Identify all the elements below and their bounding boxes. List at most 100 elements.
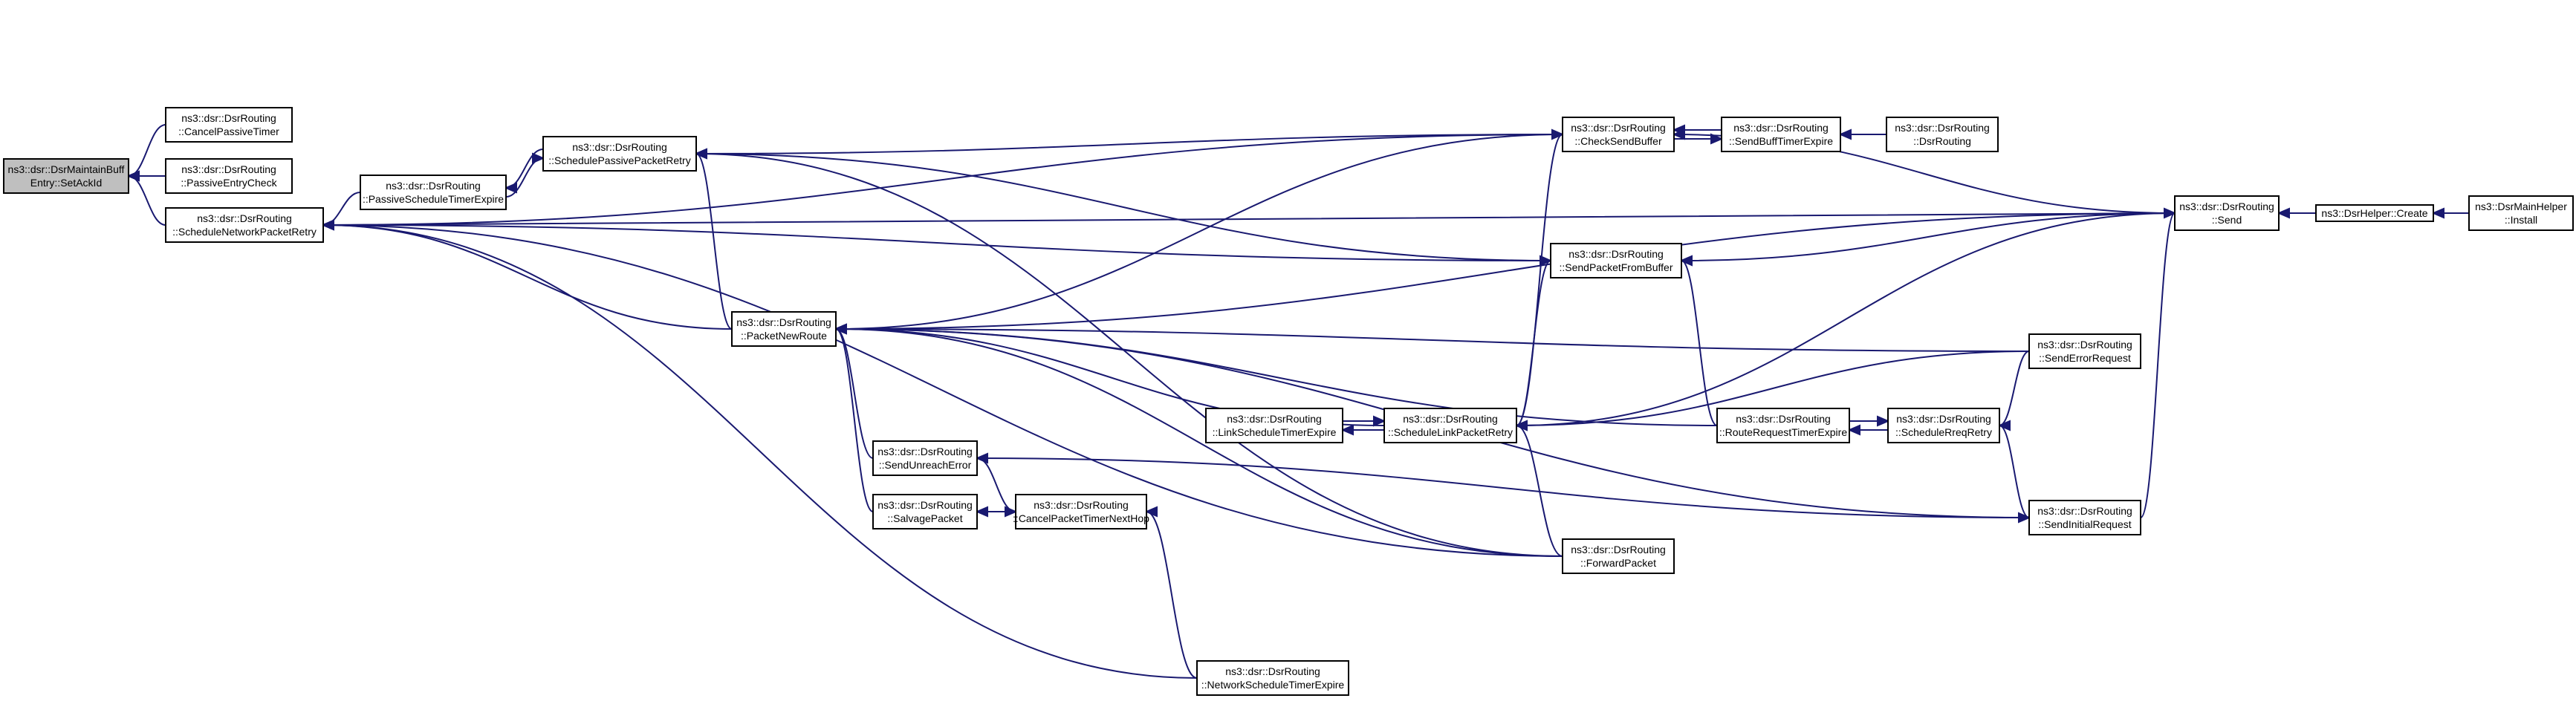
node-label-line: ::ScheduleNetworkPacketRetry — [172, 226, 317, 238]
node-salvage[interactable]: ns3::dsr::DsrRouting::SalvagePacket — [872, 494, 978, 529]
arrowhead-schedreq-to-sendinitial — [2018, 512, 2031, 524]
edge-routereqtimer-to-packetnewroute — [835, 328, 1718, 426]
node-box — [2174, 195, 2280, 231]
edge-forward-to-schednet — [322, 224, 1563, 557]
node-box — [542, 136, 697, 172]
node-box — [1886, 117, 1999, 152]
node-box — [2028, 500, 2141, 535]
node-forward[interactable]: ns3::dsr::DsrRouting::ForwardPacket — [1562, 538, 1675, 574]
node-sendunreach[interactable]: ns3::dsr::DsrRouting::SendUnreachError — [872, 440, 978, 476]
arrowhead-schedreq-to-routereqtimer — [1847, 424, 1860, 436]
edge-send-to-schedlink — [1516, 212, 2176, 426]
arrowhead-netschedtimer-to-canceltimernext — [1144, 506, 1158, 518]
node-sendfrombuffer[interactable]: ns3::dsr::DsrRouting::SendPacketFromBuff… — [1550, 243, 1682, 278]
arrowhead-sendunreach-to-canceltimernext — [1005, 506, 1018, 518]
node-box — [872, 494, 978, 529]
node-schedreq[interactable]: ns3::dsr::DsrRouting::ScheduleRreqRetry — [1887, 408, 2000, 443]
arrowhead-linktimer-to-schedlink — [1373, 415, 1386, 427]
node-checksend[interactable]: ns3::dsr::DsrRouting::CheckSendBuffer — [1562, 117, 1675, 152]
node-schednet[interactable]: ns3::dsr::DsrRouting::ScheduleNetworkPac… — [165, 207, 324, 243]
edge-packetnewroute-to-schednet — [322, 224, 733, 330]
node-netschedtimer[interactable]: ns3::dsr::DsrRouting::NetworkScheduleTim… — [1196, 660, 1349, 696]
node-label-line: ns3::dsr::DsrRouting — [2037, 505, 2132, 517]
edge-schednet-to-setackid — [128, 175, 166, 226]
node-schedpassive[interactable]: ns3::dsr::DsrRouting::SchedulePassivePac… — [542, 136, 697, 172]
node-senderror[interactable]: ns3::dsr::DsrRouting::SendErrorRequest — [2028, 333, 2141, 369]
node-label-line: ::NetworkScheduleTimerExpire — [1201, 679, 1345, 691]
edge-netschedtimer-to-canceltimernext — [1146, 511, 1198, 679]
arrowhead-helpercreate-to-send — [2277, 207, 2290, 219]
node-label-line: ns3::dsr::DsrRouting — [1571, 544, 1666, 555]
node-label-line: ::SendErrorRequest — [2039, 352, 2131, 364]
edge-senderror-to-schedlink — [1516, 351, 2030, 426]
node-passivesched[interactable]: ns3::dsr::DsrRouting::PassiveScheduleTim… — [360, 175, 507, 210]
node-sendinitial[interactable]: ns3::dsr::DsrRouting::SendInitialRequest — [2028, 500, 2141, 535]
arrowhead-dsrrouting-to-sendbufftimer — [1838, 128, 1852, 140]
node-label-line: ns3::dsr::DsrRouting — [181, 112, 276, 124]
node-label-line: ::ScheduleRreqRetry — [1895, 426, 1992, 438]
node-routereqtimer[interactable]: ns3::dsr::DsrRouting::RouteRequestTimerE… — [1716, 408, 1850, 443]
edge-routereqtimer-to-sendfrombuffer — [1681, 260, 1718, 426]
edge-passivesched-to-schednet — [322, 192, 361, 226]
node-label-line: ::SchedulePassivePacketRetry — [548, 154, 690, 166]
edge-sendfrombuffer-to-schedpassive — [695, 153, 1551, 261]
node-label-line: ns3::DsrHelper::Create — [2321, 207, 2427, 219]
arrowhead-passivesched-to-schedpassive — [532, 152, 545, 164]
node-helpercreate[interactable]: ns3::DsrHelper::Create — [2315, 204, 2434, 222]
node-mainhelper[interactable]: ns3::DsrMainHelper::Install — [2468, 195, 2574, 231]
arrowhead-schedlink-to-linktimer — [1340, 424, 1354, 436]
node-label-line: ::SendUnreachError — [879, 459, 972, 471]
node-box — [872, 440, 978, 476]
node-send[interactable]: ns3::dsr::DsrRouting::Send — [2174, 195, 2280, 231]
node-sendbufftimer[interactable]: ns3::dsr::DsrRouting::SendBuffTimerExpir… — [1721, 117, 1841, 152]
node-box — [2028, 333, 2141, 369]
node-label-line: ns3::dsr::DsrRouting — [1571, 122, 1666, 134]
edge-sendunreach-to-canceltimernext — [976, 457, 1016, 512]
node-label-line: ::SendPacketFromBuffer — [1559, 261, 1673, 273]
arrowhead-send-to-checksend — [1672, 128, 1685, 140]
node-label-line: ::LinkScheduleTimerExpire — [1213, 426, 1337, 438]
edge-forward-to-packetnewroute — [835, 328, 1563, 557]
arrowhead-forward-to-schedpassive — [694, 148, 707, 160]
node-box — [1716, 408, 1850, 443]
node-label-line: ns3::dsr::DsrRouting — [1403, 413, 1498, 425]
edge-schedreq-to-sendinitial — [1999, 425, 2030, 518]
edge-senderror-to-schedreq — [1999, 351, 2030, 426]
node-packetnewroute[interactable]: ns3::dsr::DsrRouting::PacketNewRoute — [731, 311, 837, 347]
node-label-line: ns3::dsr::DsrRouting — [1896, 413, 1991, 425]
node-label-line: ::RouteRequestTimerExpire — [1719, 426, 1847, 438]
node-label-line: ::PassiveEntryCheck — [181, 177, 277, 189]
node-label-line: ns3::dsr::DsrRouting — [1568, 248, 1664, 260]
arrowhead-routereqtimer-to-schedreq — [1877, 415, 1890, 427]
node-box — [165, 107, 293, 143]
node-linktimer[interactable]: ns3::dsr::DsrRouting::LinkScheduleTimerE… — [1205, 408, 1343, 443]
arrowhead-schedpassive-to-passivesched — [504, 182, 517, 194]
node-label-line: ns3::dsr::DsrRouting — [197, 212, 292, 224]
arrowhead-senderror-to-schedlink — [1514, 420, 1528, 431]
node-dsrrouting[interactable]: ns3::dsr::DsrRouting::DsrRouting — [1886, 117, 1999, 152]
node-label-line: ns3::dsr::DsrRouting — [1895, 122, 1990, 134]
node-schedlink[interactable]: ns3::dsr::DsrRouting::ScheduleLinkPacket… — [1383, 408, 1517, 443]
node-label-line: ns3::dsr::DsrRouting — [877, 499, 973, 511]
arrowhead-checksend-to-schednet — [321, 219, 334, 231]
node-box — [1383, 408, 1517, 443]
node-label-line: ::SalvagePacket — [887, 512, 962, 524]
node-box — [731, 311, 837, 347]
node-box — [1562, 538, 1675, 574]
node-label-line: ns3::dsr::DsrRouting — [386, 180, 481, 192]
node-label-line: ns3::dsr::DsrMaintainBuff — [8, 163, 125, 175]
edge-salvage-to-packetnewroute — [835, 328, 874, 512]
node-canceltimernext[interactable]: ns3::dsr::DsrRouting::CancelPacketTimerN… — [1013, 494, 1149, 529]
node-label-line: ns3::dsr::DsrRouting — [736, 316, 831, 328]
node-cancelpassive[interactable]: ns3::dsr::DsrRouting::CancelPassiveTimer — [165, 107, 293, 143]
node-box — [1887, 408, 2000, 443]
node-label-line: ::CheckSendBuffer — [1574, 135, 1662, 147]
edge-packetnewroute-to-schedpassive — [695, 153, 733, 330]
node-layer: ns3::dsr::DsrMaintainBuffEntry::SetAckId… — [3, 107, 2574, 696]
node-label-line: Entry::SetAckId — [30, 177, 102, 189]
node-passiveentry[interactable]: ns3::dsr::DsrRouting::PassiveEntryCheck — [165, 158, 293, 194]
node-box — [165, 207, 324, 243]
edge-checksend-to-schednet — [322, 134, 1563, 226]
